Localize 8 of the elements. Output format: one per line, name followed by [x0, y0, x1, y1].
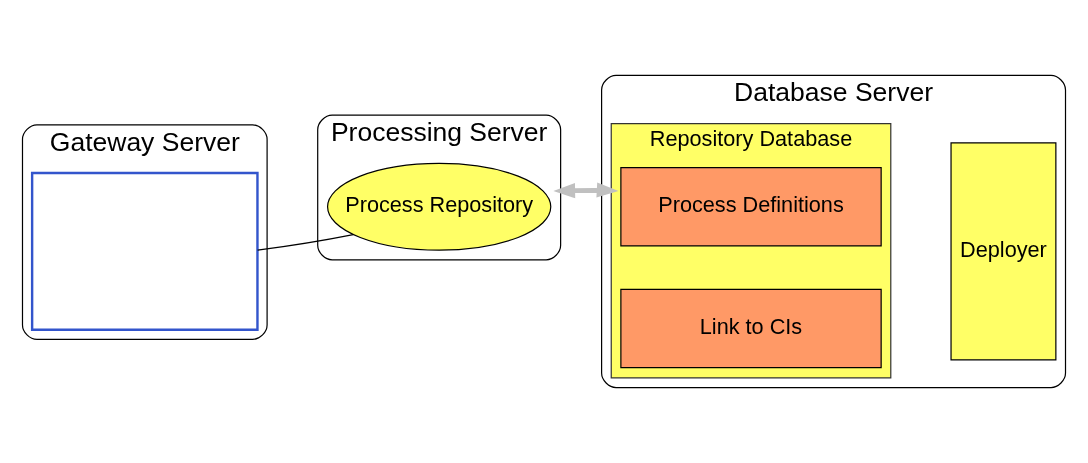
- node-ellipse: Process Repository: [327, 162, 552, 251]
- cluster: Gateway Server: [21, 124, 268, 340]
- node-box: [30, 171, 259, 331]
- node-box: Deployer: [950, 142, 1057, 361]
- node-box: Process Definitions: [620, 167, 882, 247]
- arrow: [553, 182, 619, 199]
- connector: [257, 234, 354, 251]
- node-box: Link to CIs: [620, 288, 882, 369]
